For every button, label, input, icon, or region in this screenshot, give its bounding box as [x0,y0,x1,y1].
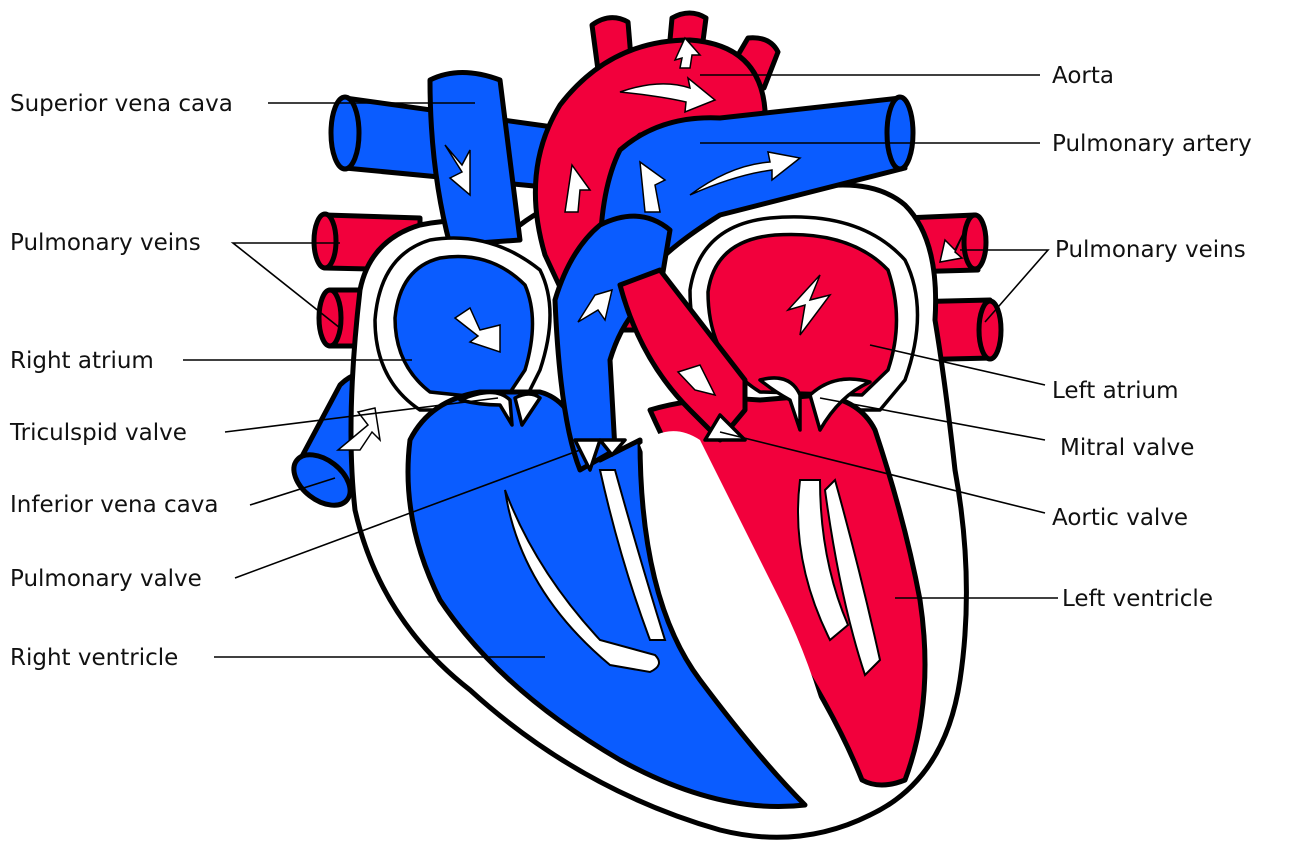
pulmonary-artery-end [887,97,913,169]
label-right-ventricle: Right ventricle [10,645,178,671]
label-left-ventricle: Left ventricle [1062,586,1213,612]
label-pulmonary-valve: Pulmonary valve [10,566,202,592]
right-atrium [395,257,533,400]
label-aortic-valve: Aortic valve [1052,505,1188,531]
label-pulmonary-veins-right: Pulmonary veins [1055,237,1246,263]
label-mitral-valve: Mitral valve [1060,435,1194,461]
label-aorta: Aorta [1052,63,1114,89]
label-pulmonary-veins-left: Pulmonary veins [10,230,201,256]
superior-vena-cava [430,73,520,246]
label-right-atrium: Right atrium [10,348,154,374]
label-inferior-vena-cava: Inferior vena cava [10,492,218,518]
label-superior-vena-cava: Superior vena cava [10,91,233,117]
label-left-atrium: Left atrium [1052,378,1179,404]
label-pulmonary-artery: Pulmonary artery [1052,131,1252,157]
label-triculspid-valve: Triculspid valve [9,420,187,446]
